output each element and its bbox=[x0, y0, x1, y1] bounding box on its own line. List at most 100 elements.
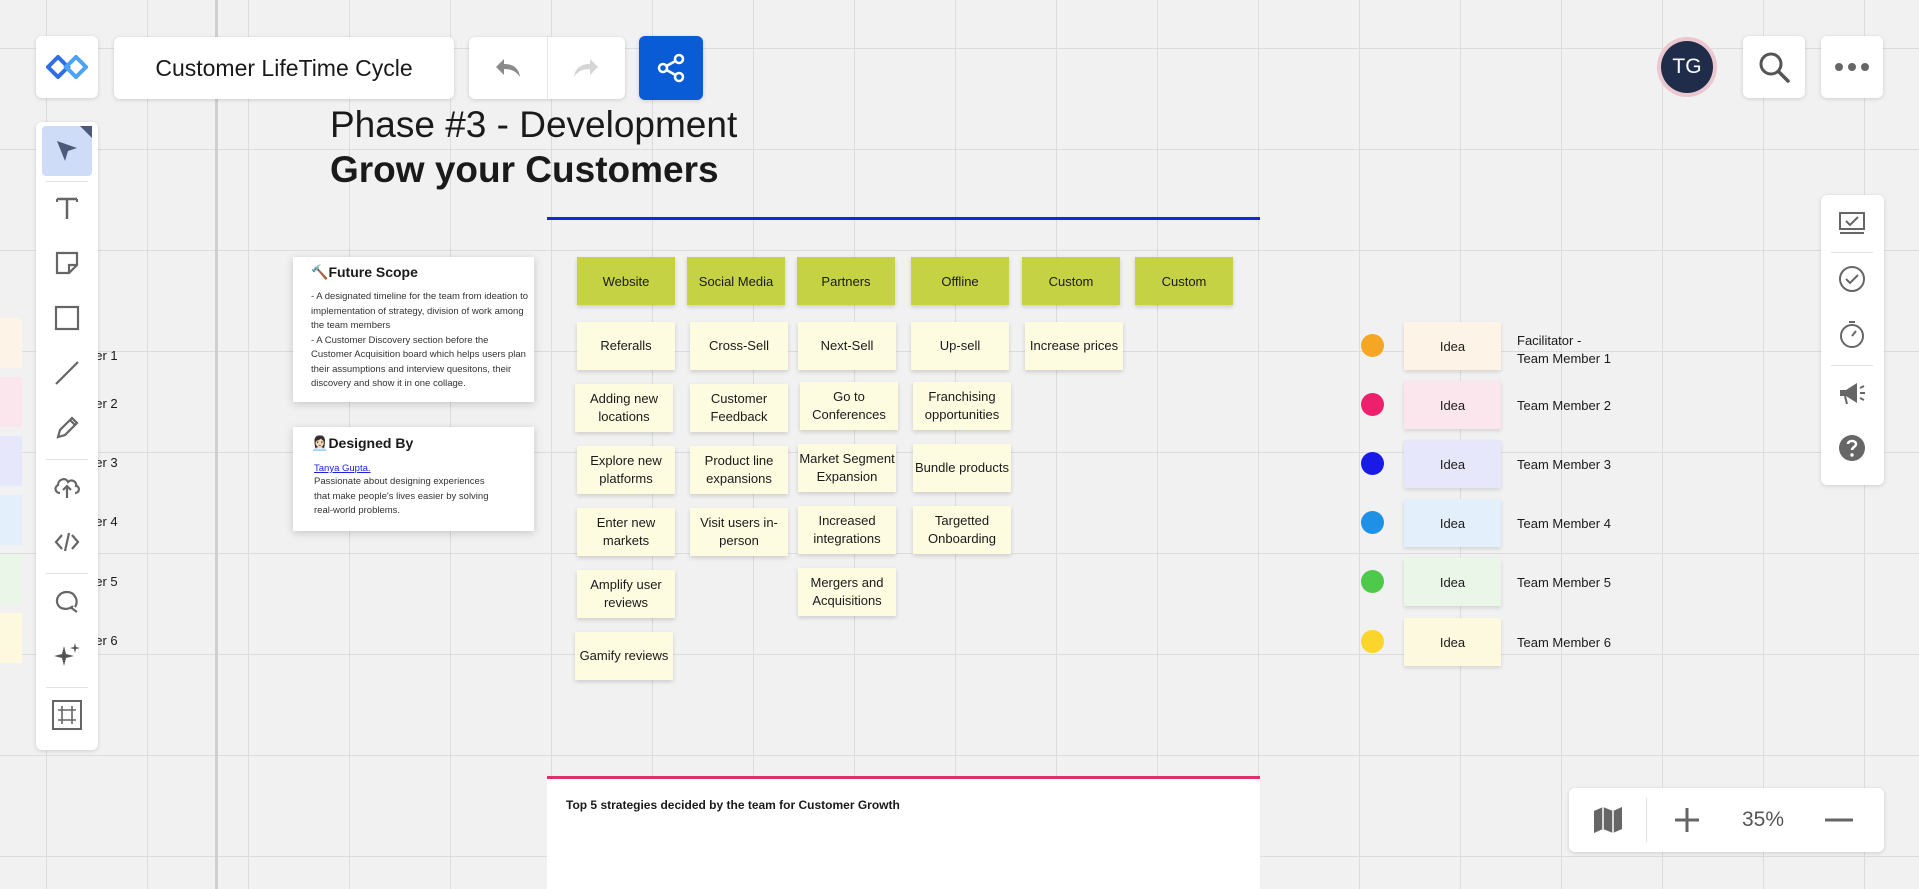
tasks-button[interactable] bbox=[1827, 254, 1877, 304]
zoom-in-button[interactable] bbox=[1647, 788, 1727, 852]
sticky-note[interactable]: Visit users in-person bbox=[690, 508, 788, 556]
phase-title[interactable]: Phase #3 - Development bbox=[330, 104, 738, 145]
column-header[interactable]: Offline bbox=[911, 257, 1009, 305]
undo-button[interactable] bbox=[469, 37, 548, 99]
member-color-dot[interactable] bbox=[1361, 511, 1384, 534]
line-tool[interactable] bbox=[42, 348, 92, 398]
future-scope-title: Future Scope bbox=[328, 264, 418, 280]
sticky-note[interactable]: Gamify reviews bbox=[575, 632, 673, 680]
member-label[interactable]: Team Member 5 bbox=[1517, 575, 1611, 590]
sticky-note[interactable]: Increased integrations bbox=[798, 506, 896, 554]
user-avatar[interactable]: TG bbox=[1657, 37, 1717, 97]
sticky-note[interactable]: Franchising opportunities bbox=[913, 382, 1011, 430]
member-label[interactable]: Team Member 2 bbox=[1517, 398, 1611, 413]
idea-sticky[interactable]: Idea bbox=[1404, 322, 1501, 370]
member-label[interactable]: Team Member 4 bbox=[1517, 516, 1611, 531]
frame-tool[interactable] bbox=[42, 690, 92, 740]
toolbar-divider bbox=[46, 573, 88, 574]
timer-button[interactable] bbox=[1827, 309, 1877, 359]
app-logo[interactable] bbox=[36, 36, 98, 98]
redo-button[interactable] bbox=[548, 37, 626, 99]
timer-icon bbox=[1840, 321, 1864, 348]
edge-sticky[interactable] bbox=[0, 495, 22, 545]
column-header[interactable]: Website bbox=[577, 257, 675, 305]
sticky-note[interactable]: Cross-Sell bbox=[690, 322, 788, 370]
right-toolbar bbox=[1821, 195, 1884, 485]
future-scope-card[interactable]: 🔨Future Scope - A designated timeline fo… bbox=[293, 257, 534, 402]
presentation-button[interactable] bbox=[1827, 199, 1877, 249]
designed-by-body: Passionate about designing experiences t… bbox=[314, 476, 489, 516]
member-label[interactable]: Facilitator - Team Member 1 bbox=[1517, 333, 1611, 366]
sticky-note[interactable]: Product line expansions bbox=[690, 446, 788, 494]
idea-sticky[interactable]: Idea bbox=[1404, 381, 1501, 429]
upload-tool[interactable] bbox=[42, 462, 92, 512]
section-subtitle[interactable]: Grow your Customers bbox=[330, 149, 719, 190]
shape-tool[interactable] bbox=[42, 293, 92, 343]
lasso-icon bbox=[55, 590, 78, 613]
divider-line-pink[interactable] bbox=[547, 776, 1260, 779]
column-header[interactable]: Custom bbox=[1135, 257, 1233, 305]
edge-sticky[interactable] bbox=[0, 613, 22, 663]
member-color-dot[interactable] bbox=[1361, 334, 1384, 357]
minimap-button[interactable] bbox=[1569, 788, 1646, 852]
edge-sticky[interactable] bbox=[0, 377, 22, 427]
idea-sticky[interactable]: Idea bbox=[1404, 618, 1501, 666]
designer-link[interactable]: Tanya Gupta. bbox=[314, 458, 371, 476]
member-color-dot[interactable] bbox=[1361, 393, 1384, 416]
sticky-note[interactable]: Market Segment Expansion bbox=[798, 444, 896, 492]
designed-by-card[interactable]: 👩🏻‍💼Designed By Tanya Gupta. Passionate … bbox=[293, 427, 534, 531]
member-color-dot[interactable] bbox=[1361, 630, 1384, 653]
column-header[interactable]: Partners bbox=[797, 257, 895, 305]
sticky-note[interactable]: Enter new markets bbox=[577, 508, 675, 556]
sticky-note[interactable]: Amplify user reviews bbox=[577, 570, 675, 618]
designer-name-link[interactable]: Tanya Gupta. bbox=[314, 463, 371, 474]
zoom-controls: 35% bbox=[1569, 788, 1884, 852]
edge-sticky[interactable] bbox=[0, 318, 22, 368]
sticky-note[interactable]: Bundle products bbox=[913, 444, 1011, 492]
member-label[interactable]: Team Member 6 bbox=[1517, 635, 1611, 650]
edge-sticky[interactable] bbox=[0, 554, 22, 604]
zoom-out-button[interactable] bbox=[1799, 788, 1879, 852]
text-tool[interactable] bbox=[42, 183, 92, 233]
edge-sticky[interactable] bbox=[0, 436, 22, 486]
member-label[interactable]: Team Member 3 bbox=[1517, 457, 1611, 472]
sticky-note[interactable]: Up-sell bbox=[911, 322, 1009, 370]
sticky-note[interactable]: Customer Feedback bbox=[690, 384, 788, 432]
sticky-note[interactable]: Mergers and Acquisitions bbox=[798, 568, 896, 616]
share-button[interactable] bbox=[639, 36, 703, 100]
line-icon bbox=[55, 361, 79, 385]
sticky-note[interactable]: Explore new platforms bbox=[577, 446, 675, 494]
pen-tool[interactable] bbox=[42, 403, 92, 453]
megaphone-icon bbox=[1840, 383, 1865, 405]
search-icon bbox=[1759, 52, 1790, 83]
top-strategies-card[interactable]: Top 5 strategies decided by the team for… bbox=[547, 779, 1260, 889]
sticky-note[interactable]: Go to Conferences bbox=[800, 382, 898, 430]
sticky-note[interactable]: Next-Sell bbox=[798, 322, 896, 370]
ai-tool[interactable] bbox=[42, 631, 92, 681]
sticky-note[interactable]: Adding new locations bbox=[575, 384, 673, 432]
logo-icon bbox=[46, 55, 88, 79]
idea-sticky[interactable]: Idea bbox=[1404, 499, 1501, 547]
sticky-note-tool[interactable] bbox=[42, 238, 92, 288]
more-options-button[interactable] bbox=[1821, 36, 1883, 98]
sticky-note[interactable]: Referalls bbox=[577, 322, 675, 370]
embed-tool[interactable] bbox=[42, 517, 92, 567]
left-toolbar bbox=[36, 122, 98, 750]
column-header[interactable]: Social Media bbox=[687, 257, 785, 305]
board-title[interactable]: Customer LifeTime Cycle bbox=[114, 37, 454, 99]
member-color-dot[interactable] bbox=[1361, 452, 1384, 475]
column-header[interactable]: Custom bbox=[1022, 257, 1120, 305]
sticky-note[interactable]: Increase prices bbox=[1025, 322, 1123, 370]
future-scope-body: - A designated timeline for the team fro… bbox=[311, 291, 529, 389]
idea-sticky[interactable]: Idea bbox=[1404, 558, 1501, 606]
sticky-note[interactable]: Targetted Onboarding bbox=[913, 506, 1011, 554]
search-button[interactable] bbox=[1743, 36, 1805, 98]
help-button[interactable] bbox=[1827, 423, 1877, 473]
member-color-dot[interactable] bbox=[1361, 570, 1384, 593]
announce-button[interactable] bbox=[1827, 368, 1877, 418]
lasso-tool[interactable] bbox=[42, 576, 92, 626]
select-tool[interactable] bbox=[42, 126, 92, 176]
divider-line-blue[interactable] bbox=[547, 217, 1260, 220]
idea-sticky[interactable]: Idea bbox=[1404, 440, 1501, 488]
help-icon bbox=[1839, 435, 1865, 461]
